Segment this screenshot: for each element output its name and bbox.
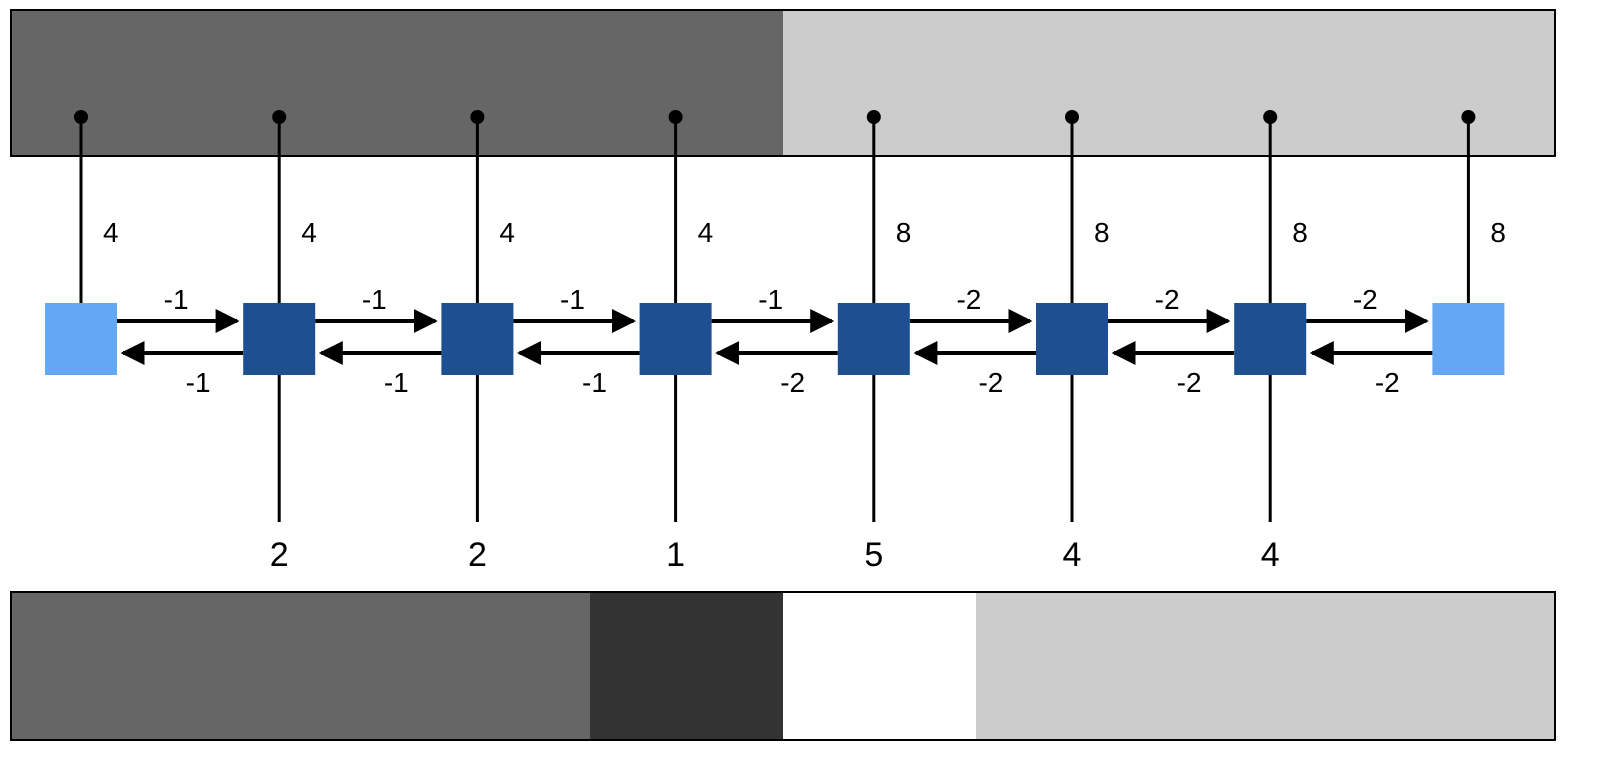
connector-dot: [1263, 110, 1278, 124]
inner-node: [837, 303, 910, 375]
bottom-value-label: 2: [270, 536, 289, 574]
bottom-value-label: 2: [468, 536, 487, 574]
connector-dot: [1065, 110, 1079, 124]
inner-node: [441, 303, 514, 375]
backward-edge-label: -2: [1177, 367, 1202, 398]
backward-edge-label: -2: [780, 367, 805, 398]
forward-edge-label: -1: [164, 284, 189, 315]
backward-edge-label: -1: [384, 367, 409, 398]
connector-dot: [272, 110, 287, 124]
top-value-label: 4: [301, 217, 317, 248]
bottom-band-segment: [783, 592, 976, 740]
connector-dot: [1461, 110, 1476, 124]
labels: 4 4 2 4 2 4 1 8 5 8 4 8 4 8 -1 -1 -1 -1 -1 -1 -1 -2 -2 -2 -2 -2 -2…: [103, 217, 1506, 574]
top-band-border: [10, 9, 1556, 157]
top-value-label: 8: [896, 217, 912, 248]
forward-edge-label: -1: [758, 284, 783, 315]
top-band-segment: [783, 10, 1555, 156]
end-node: [1432, 303, 1505, 375]
top-value-label: 8: [1490, 217, 1506, 248]
backward-edge-label: -2: [978, 367, 1003, 398]
bottom-value-label: 4: [1261, 536, 1280, 574]
bottom-band-border: [10, 591, 1556, 741]
inner-node: [243, 303, 316, 375]
forward-edge-label: -2: [1353, 284, 1378, 315]
edge-arrows: [117, 309, 1433, 365]
forward-edge-label: -1: [362, 284, 387, 315]
forward-edge-label: -1: [560, 284, 585, 315]
connector-dot: [74, 110, 88, 124]
bottom-value-label: 5: [864, 536, 883, 574]
end-node: [45, 303, 117, 375]
connector-dot: [866, 110, 881, 124]
bottom-band-segment: [976, 592, 1555, 740]
backward-edge-label: -1: [582, 367, 607, 398]
top-value-label: 4: [698, 217, 714, 248]
forward-edge-label: -2: [1155, 284, 1180, 315]
vertical-lines: [74, 110, 1476, 522]
nodes: [45, 303, 1505, 375]
backward-edge-label: -2: [1375, 367, 1400, 398]
top-band-segment: [11, 10, 783, 156]
backward-edge-label: -1: [186, 367, 211, 398]
top-band: [10, 9, 1556, 157]
bottom-band-segment: [590, 592, 783, 740]
inner-node: [1036, 303, 1108, 375]
top-value-label: 4: [103, 217, 119, 248]
top-value-label: 4: [499, 217, 515, 248]
forward-edge-label: -2: [956, 284, 981, 315]
bottom-band-segment: [11, 592, 590, 740]
inner-node: [1234, 303, 1307, 375]
top-value-label: 8: [1292, 217, 1308, 248]
connector-dot: [470, 110, 485, 124]
bottom-value-label: 4: [1063, 536, 1082, 574]
bottom-band: [10, 591, 1556, 741]
inner-node: [639, 303, 712, 375]
top-value-label: 8: [1094, 217, 1110, 248]
connector-dot: [668, 110, 683, 124]
bottom-value-label: 1: [666, 536, 685, 574]
